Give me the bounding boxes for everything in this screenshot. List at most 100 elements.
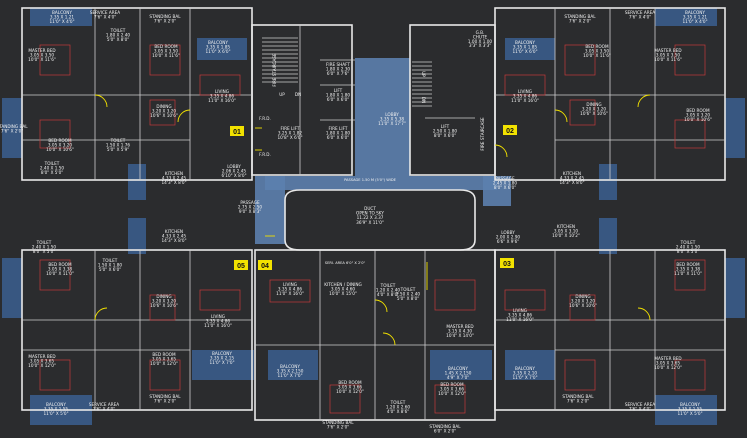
bed-furniture: [674, 359, 706, 391]
doors: [94, 94, 651, 346]
door-swing: [374, 299, 388, 313]
bed-furniture: [39, 359, 71, 391]
bed-furniture: [329, 384, 361, 414]
sofa-furniture: [504, 74, 546, 96]
frd-label-2: F.R.D.: [259, 152, 271, 157]
door-swing: [554, 109, 568, 123]
wing-tag-03: 03: [503, 261, 511, 268]
wing-tag-04: 04: [261, 263, 269, 270]
wall-core-right: [409, 24, 496, 176]
sofa-furniture: [199, 74, 241, 96]
bed-furniture: [674, 259, 706, 291]
bed-furniture: [149, 359, 181, 391]
right-passage-tiles: [483, 176, 511, 206]
core-blue-areas: [2, 8, 745, 425]
balcony-tr: [655, 8, 717, 26]
wing-tag-bg: [258, 260, 272, 270]
standing-bal-tl: [2, 98, 22, 158]
fire-staircase-label-right: FIRE STAIRCASE: [480, 117, 485, 151]
bed-furniture: [39, 259, 71, 291]
passage-label: PASSAGE 1.50 M (5'0") WIDE: [344, 178, 397, 182]
lobby-tiles: [355, 58, 410, 176]
door-swing: [494, 144, 508, 158]
furniture: [39, 44, 706, 414]
wing-tag-02: 02: [506, 128, 514, 135]
stair-dn-label-right: DN: [421, 97, 426, 103]
bed-furniture: [564, 359, 596, 391]
wing-tag-bg: [503, 125, 517, 135]
passage-tiles: [265, 176, 497, 190]
wall-unit-bl: [21, 249, 253, 411]
bed-furniture: [434, 384, 466, 414]
stair-dn-label: DN: [295, 92, 301, 97]
dining-table: [569, 99, 596, 126]
bed-furniture: [149, 44, 181, 76]
wing-tag-bg: [234, 260, 248, 270]
bed-furniture: [39, 44, 71, 76]
wing-tag-05: 05: [237, 263, 245, 270]
kitchen-strip-left: [128, 164, 146, 200]
frd-label: F.R.D.: [259, 116, 271, 121]
stair-up-label-right: UP: [421, 71, 426, 77]
fire-staircase-label: FIRE STAIRCASE: [272, 53, 277, 87]
door-swing: [94, 307, 108, 321]
stair-treads: [262, 37, 432, 107]
wall-core-left: [251, 24, 353, 176]
bed-furniture: [434, 279, 476, 311]
seri-area-label: SERI. AREA 6'0" X 2'0": [325, 261, 366, 265]
door-swing: [94, 94, 108, 108]
